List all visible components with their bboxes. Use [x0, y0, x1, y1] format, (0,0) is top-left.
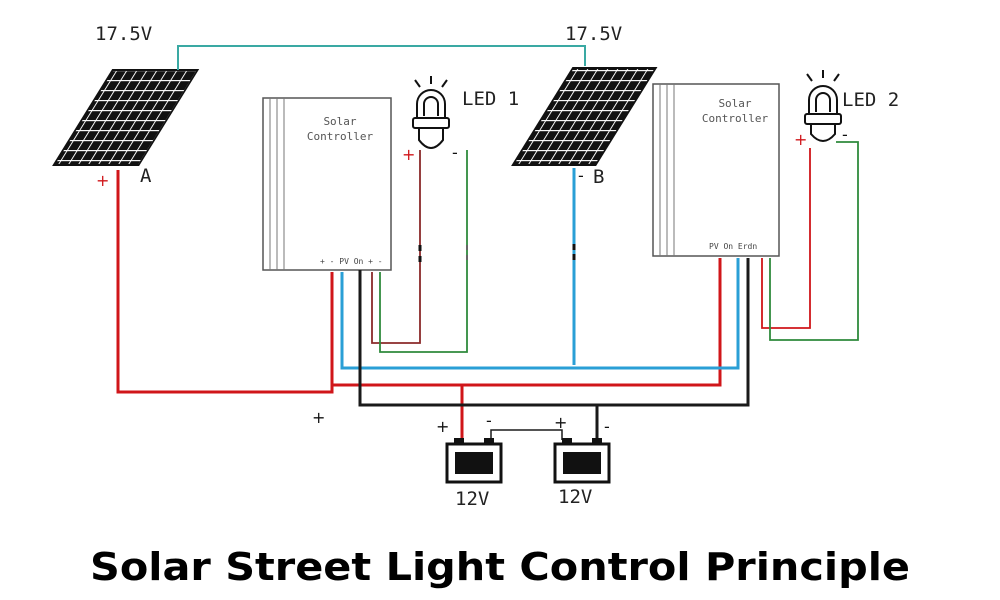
- battery-link-wire: [490, 429, 563, 440]
- battery-1-minus: -: [486, 411, 492, 430]
- battery-2: [553, 438, 611, 484]
- led-2-minus: -: [842, 125, 848, 144]
- led-1-label: LED 1: [462, 88, 519, 110]
- battery-1-voltage: 12V: [455, 488, 489, 510]
- panel-link-wire: [177, 45, 586, 70]
- controller-1-line1: Solar: [323, 115, 356, 128]
- solar-controller-1: [262, 97, 392, 271]
- solar-panel-a: [52, 69, 200, 166]
- led-2-plus: +: [794, 130, 807, 149]
- led-1-bulb-icon: [412, 76, 450, 149]
- battery-1: [445, 438, 503, 484]
- battery-2-plus: +: [554, 413, 567, 432]
- led-1-minus: -: [452, 143, 458, 162]
- battery-2-voltage: 12V: [558, 486, 592, 508]
- led-2-bulb-icon: [804, 70, 842, 142]
- wiring: [116, 168, 750, 448]
- panel-b-voltage: 17.5V: [565, 23, 622, 45]
- led-2-label: LED 2: [842, 89, 899, 111]
- controller-2-line1: Solar: [718, 97, 751, 110]
- controller-2-pins: PV On Erdn: [709, 242, 757, 251]
- controller-1-pins: + - PV On + -: [320, 257, 383, 266]
- solar-controller-2: [652, 83, 780, 257]
- panel-a-label: A: [140, 165, 152, 187]
- panel-a-voltage: 17.5V: [95, 23, 152, 45]
- diagram-title: Solar Street Light Control Principle: [90, 545, 910, 589]
- led-1-plus: +: [402, 145, 415, 164]
- panel-b-label: B: [593, 166, 604, 188]
- solar-panel-b: [511, 67, 658, 166]
- controller-1-line2: Controller: [307, 130, 374, 143]
- led-1-wiring: [371, 150, 576, 353]
- panel-b-minus: -: [578, 166, 584, 185]
- panel-a-plus: +: [96, 171, 109, 190]
- led-2-wiring: [761, 141, 859, 341]
- controller-2-line2: Controller: [702, 112, 769, 125]
- battery-2-minus: -: [604, 417, 610, 436]
- battery-1-plus: +: [436, 417, 449, 436]
- bus-plus-label: +: [312, 408, 325, 427]
